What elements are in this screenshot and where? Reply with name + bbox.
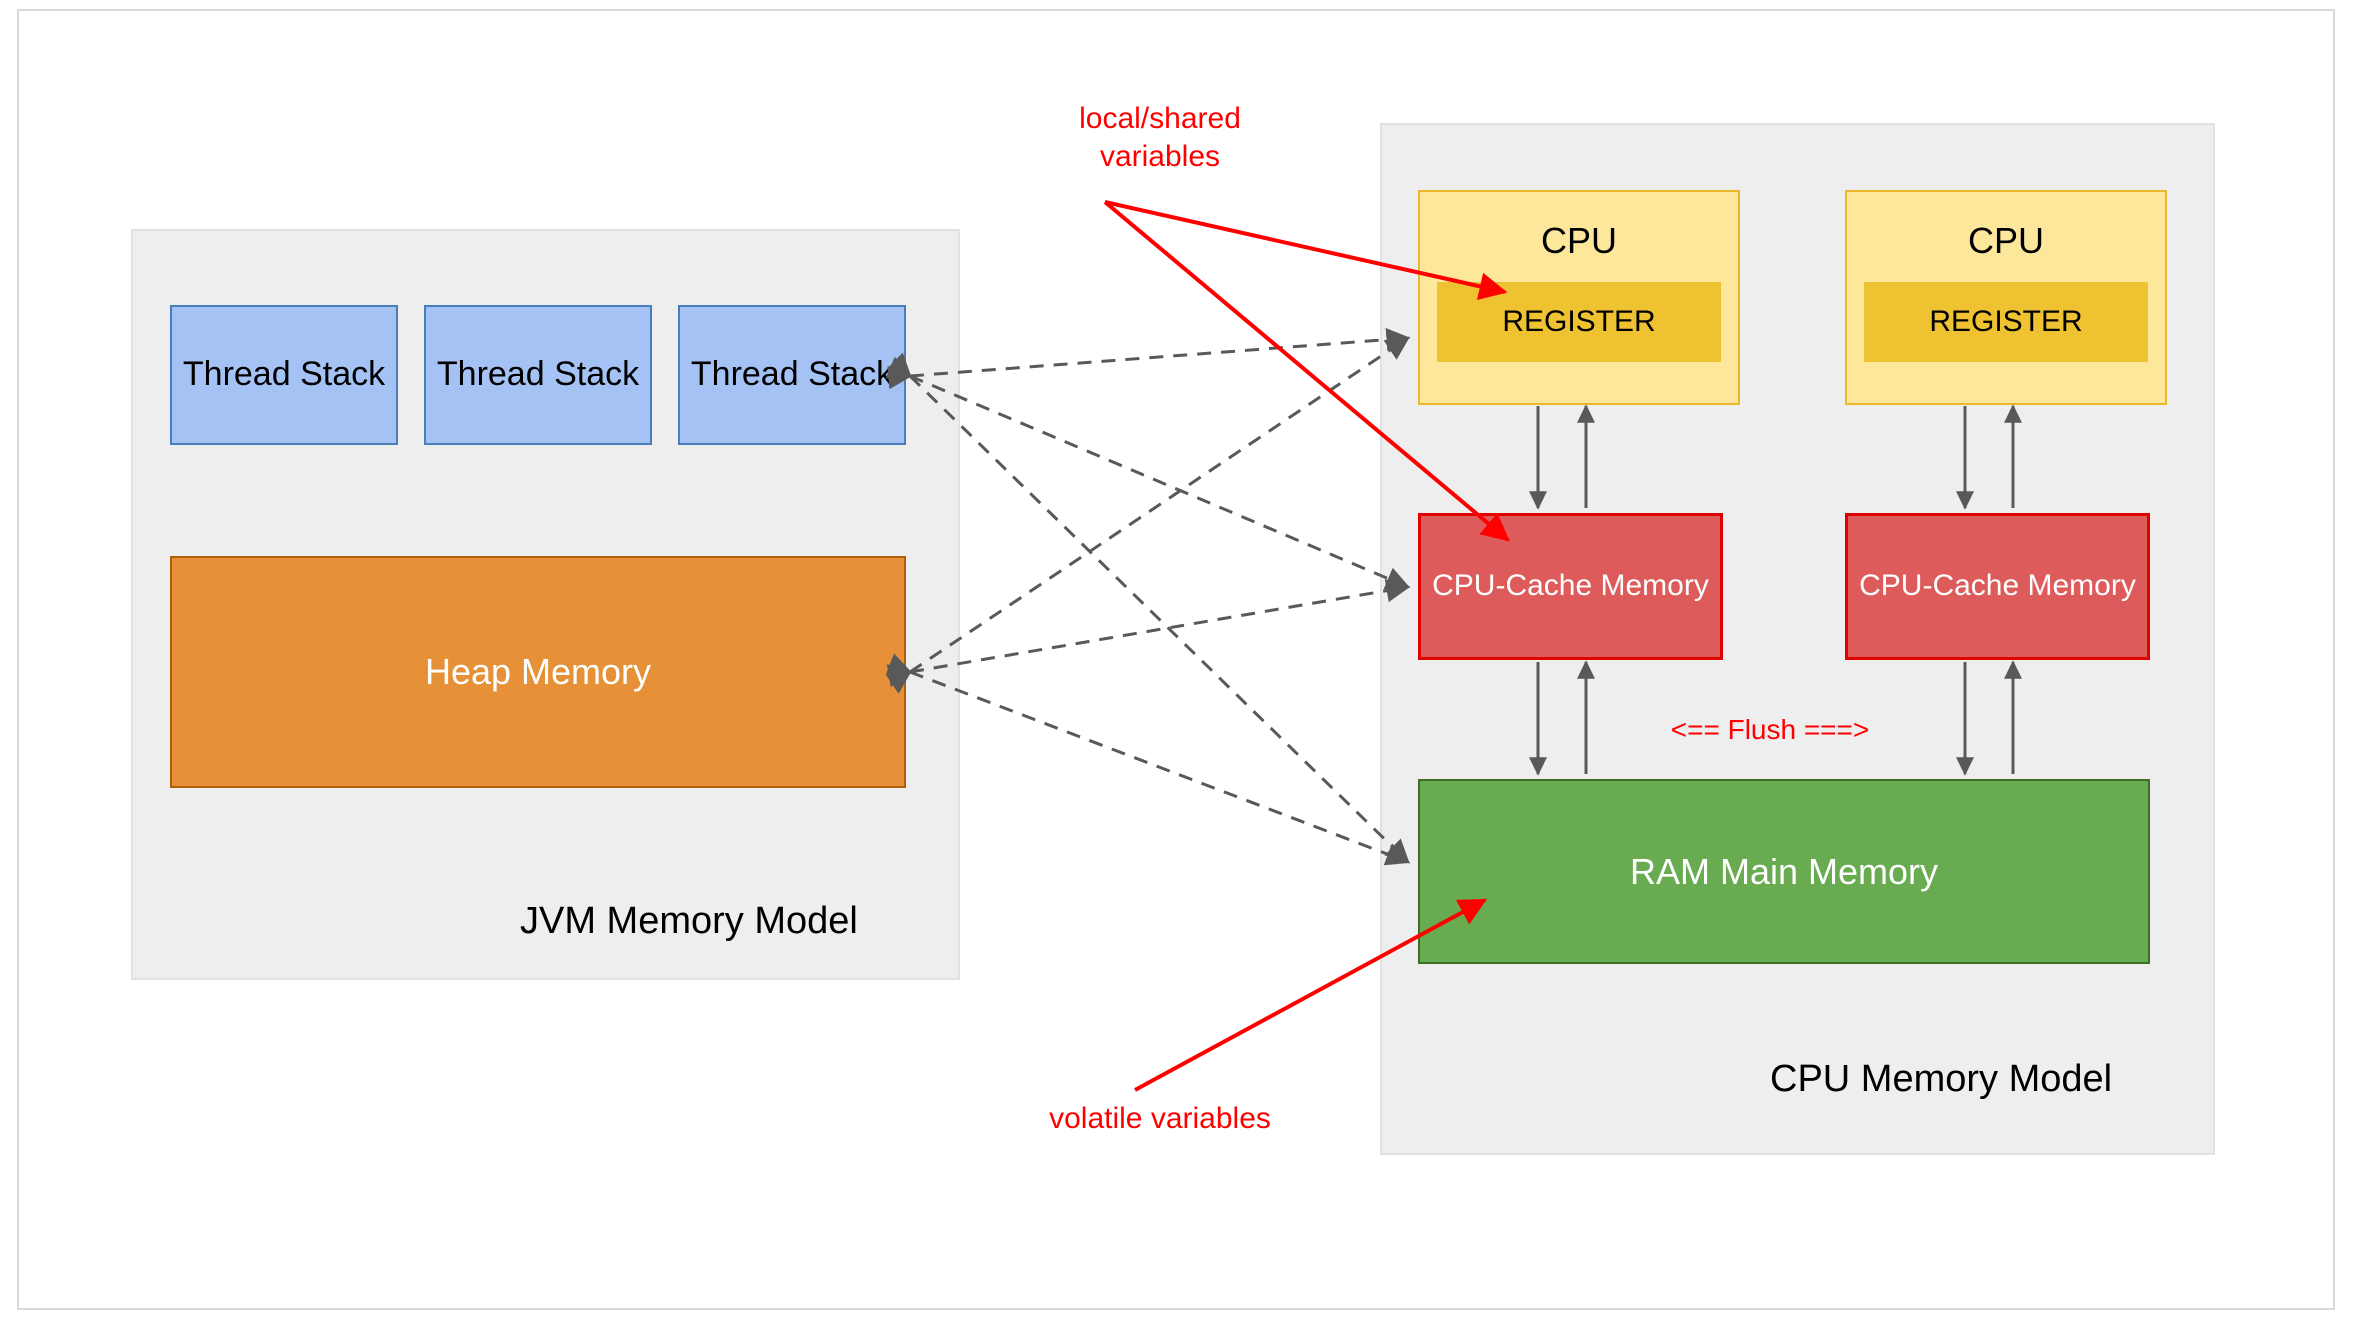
cpu-label-2: CPU (1967, 220, 2044, 261)
thread-stack-box-3[interactable]: Thread Stack (678, 305, 906, 445)
cpu-cache-memory-box-2[interactable]: CPU-Cache Memory (1845, 513, 2150, 660)
jvm-memory-model-title: JVM Memory Model (520, 900, 858, 942)
cpu-cache-memory-box-1[interactable]: CPU-Cache Memory (1418, 513, 1723, 660)
cpu-label-1: CPU (1540, 220, 1617, 261)
heap-memory-box[interactable]: Heap Memory (170, 556, 906, 788)
local-shared-variables-label: local/shared variables (1079, 102, 1241, 173)
thread-stack-box-1[interactable]: Thread Stack (170, 305, 398, 445)
volatile-variables-label: volatile variables (1049, 1102, 1271, 1135)
register-box-2[interactable]: REGISTER (1864, 282, 2148, 362)
ram-main-memory-box[interactable]: RAM Main Memory (1418, 779, 2150, 964)
flush-label: <== Flush ===> (1670, 714, 1870, 745)
register-box-1[interactable]: REGISTER (1437, 282, 1721, 362)
cpu-memory-model-title: CPU Memory Model (1770, 1058, 2113, 1100)
cpu-box-1[interactable]: CPU REGISTER (1418, 190, 1740, 405)
cpu-box-2[interactable]: CPU REGISTER (1845, 190, 2167, 405)
thread-stack-box-2[interactable]: Thread Stack (424, 305, 652, 445)
